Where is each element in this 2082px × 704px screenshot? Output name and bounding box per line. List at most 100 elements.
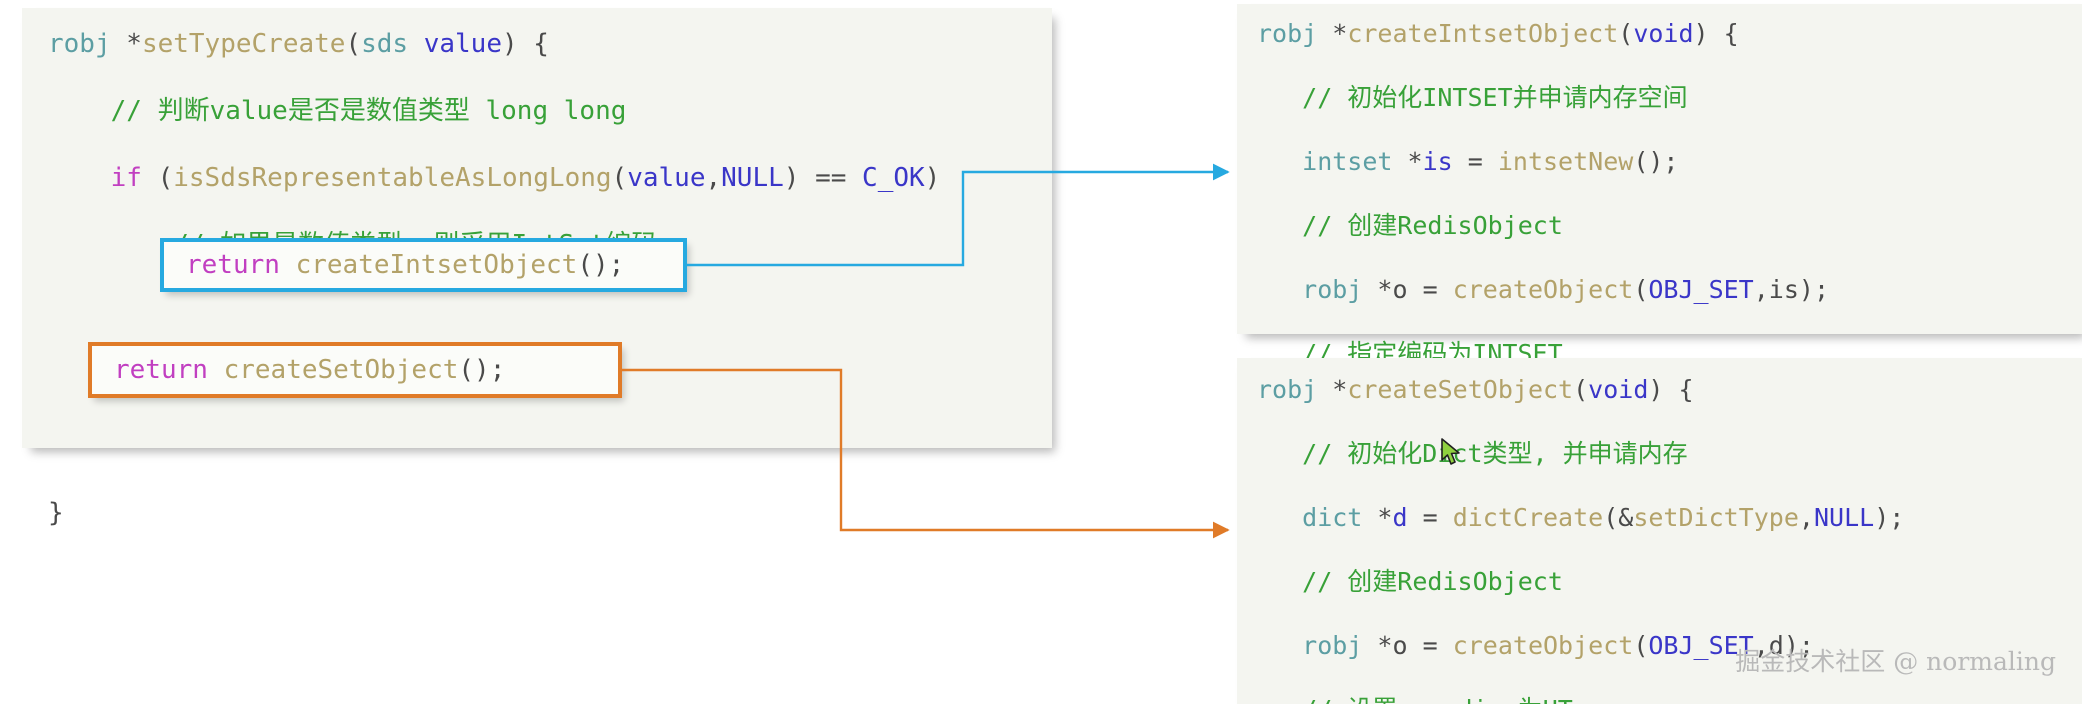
code-token: intsetNew [1497, 147, 1634, 176]
code-token: robj [48, 29, 111, 59]
code-token: ,d); [1753, 631, 1814, 660]
code-token: robj [1257, 375, 1318, 404]
code-block-createsetobject: robj *createSetObject(void) { // 初始化Dict… [1237, 358, 2082, 704]
code-line: } [48, 493, 1052, 528]
code-token: ( [345, 29, 362, 59]
code-token: robj [1257, 19, 1318, 48]
code-token: createSetObject [1347, 375, 1574, 404]
code-line: // 设置encoding为HT [1257, 690, 2082, 704]
highlight-box-create-intset-object[interactable]: return createIntsetObject(); [160, 238, 687, 292]
code-line: // 指定编码为INTSET [1257, 334, 2082, 368]
code-token: = [1452, 147, 1498, 176]
code-token: is [1422, 147, 1453, 176]
code-line: robj *setTypeCreate(sds value) { [48, 24, 1052, 59]
code-token: ) { [502, 29, 549, 59]
code-line: // 创建RedisObject [1257, 206, 2082, 240]
code-token: void [1633, 19, 1694, 48]
code-token: // 创建RedisObject [1257, 567, 1563, 596]
code-token: ); [1874, 503, 1905, 532]
code-token: } [48, 498, 64, 528]
code-token [280, 250, 296, 280]
code-token: = [1407, 503, 1453, 532]
code-token [1257, 147, 1302, 176]
code-token [208, 355, 224, 385]
code-token: value [627, 163, 706, 193]
highlight-code-create-intset-object: return createIntsetObject(); [186, 250, 624, 280]
code-token: setDictType [1633, 503, 1799, 532]
code-token: (); [577, 250, 625, 280]
code-line: if (isSdsRepresentableAsLongLong(value,N… [48, 158, 1052, 193]
code-token [1257, 503, 1302, 532]
code-token: OBJ_SET [1648, 275, 1754, 304]
code-token: (); [1633, 147, 1679, 176]
code-token: *o = [1362, 275, 1453, 304]
code-token: return [114, 355, 208, 385]
code-token [1257, 275, 1302, 304]
code-token: * [1362, 503, 1393, 532]
code-line: // 初始化INTSET并申请内存空间 [1257, 78, 2082, 112]
code-token: ,is); [1753, 275, 1829, 304]
code-token: intset [1302, 147, 1393, 176]
code-line: // 创建RedisObject [1257, 562, 2082, 596]
code-token: *o = [1362, 631, 1453, 660]
code-token: return [186, 250, 280, 280]
code-token: createIntsetObject [1347, 19, 1619, 48]
code-token [408, 29, 424, 59]
code-token: dict [1302, 503, 1363, 532]
code-token: // 设置encoding为HT [1257, 695, 1573, 704]
code-token: // 判断value是否是数值类型 long long [48, 96, 627, 126]
code-token: if [110, 163, 142, 193]
code-token: createSetObject [223, 355, 459, 385]
code-token: (); [458, 355, 506, 385]
code-token: * [1392, 147, 1423, 176]
code-token: createIntsetObject [295, 250, 578, 280]
code-line: robj *o = createObject(OBJ_SET,d); [1257, 626, 2082, 660]
code-token: dictCreate [1452, 503, 1604, 532]
code-token: ) [924, 163, 941, 193]
code-line: dict *d = dictCreate(&setDictType,NULL); [1257, 498, 2082, 532]
code-token: void [1588, 375, 1649, 404]
code-token: ( [1573, 375, 1589, 404]
code-token: ( [611, 163, 628, 193]
code-panel-createintsetobject: robj *createIntsetObject(void) { // 初始化I… [1237, 4, 2082, 560]
code-line: intset *is = intsetNew(); [1257, 142, 2082, 176]
code-token: isSdsRepresentableAsLongLong [173, 163, 612, 193]
code-token: // 初始化INTSET并申请内存空间 [1257, 83, 1688, 112]
code-token: NULL [721, 163, 784, 193]
code-line: robj *o = createObject(OBJ_SET,is); [1257, 270, 2082, 304]
code-token: value [423, 29, 502, 59]
code-token: * [1317, 375, 1348, 404]
code-token: sds [361, 29, 409, 59]
mouse-cursor-icon [1441, 438, 1460, 465]
code-line [48, 426, 1052, 452]
code-token: ( [141, 163, 174, 193]
code-token: , [1798, 503, 1814, 532]
code-token: setTypeCreate [141, 29, 346, 59]
code-token: NULL [1813, 503, 1875, 532]
code-token: ) { [1693, 19, 1739, 48]
code-line: robj *createIntsetObject(void) { [1257, 14, 2082, 48]
code-token: (& [1603, 503, 1634, 532]
code-token [1257, 631, 1302, 660]
code-token: createObject [1452, 631, 1634, 660]
code-token: OBJ_SET [1648, 631, 1754, 660]
code-token: // 初始化Dict类型, 并申请内存 [1257, 439, 1688, 468]
code-token: ( [1633, 631, 1649, 660]
highlight-box-create-set-object[interactable]: return createSetObject(); [88, 342, 622, 398]
code-line [48, 292, 1052, 318]
code-token: createObject [1452, 275, 1634, 304]
code-panel-createsetobject: robj *createSetObject(void) { // 初始化Dict… [1237, 358, 2082, 704]
code-token: , [705, 163, 722, 193]
code-line: // 初始化Dict类型, 并申请内存 [1257, 434, 2082, 468]
code-token: ( [1618, 19, 1634, 48]
highlight-code-create-set-object: return createSetObject(); [114, 355, 505, 385]
watermark-text: 掘金技术社区 @ normaling [1735, 647, 2056, 676]
code-token: ) == [783, 163, 863, 193]
code-token: * [1317, 19, 1348, 48]
code-token: d [1392, 503, 1408, 532]
code-token: * [110, 29, 142, 59]
code-token: robj [1302, 275, 1363, 304]
code-token: ( [1633, 275, 1649, 304]
code-line: robj *createSetObject(void) { [1257, 370, 2082, 404]
